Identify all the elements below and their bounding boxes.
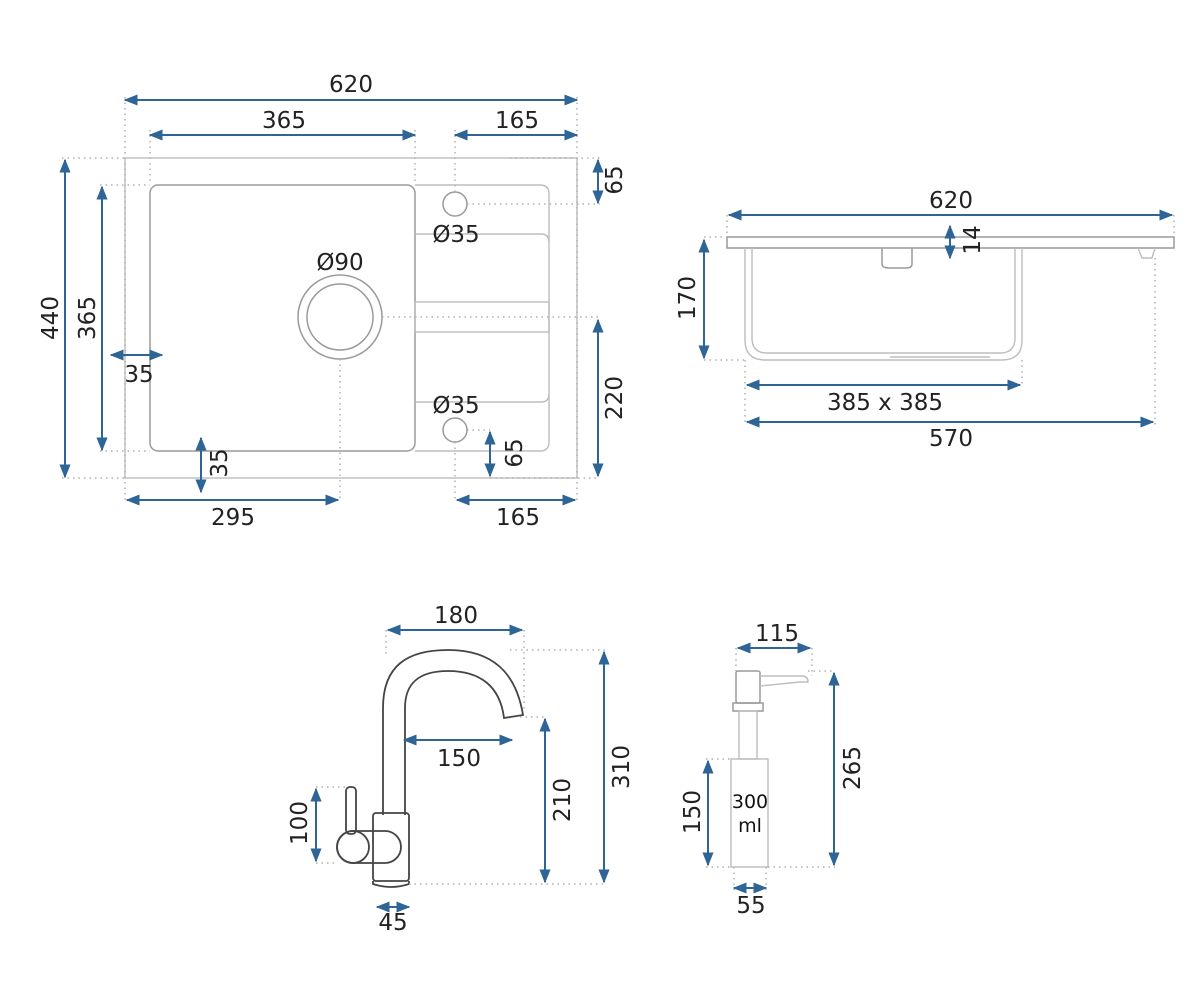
dim-faucet-base: 45	[378, 910, 407, 936]
label-tap-hole-top: Ø35	[432, 222, 479, 248]
dim-overall-width: 620	[329, 72, 373, 98]
faucet-spout	[382, 649, 525, 815]
dispenser-stem	[738, 710, 758, 760]
faucet-body	[372, 812, 410, 882]
faucet-base	[372, 881, 410, 888]
dim-bottom-rim: 35	[207, 448, 233, 477]
dispenser-bottle	[730, 758, 769, 868]
dim-overall-depth: 440	[38, 296, 64, 340]
dim-bottom-offset: 65	[502, 438, 528, 467]
sink-outline	[124, 157, 578, 479]
dispenser-nozzle	[759, 675, 809, 687]
dim-rim-thickness: 14	[960, 225, 986, 254]
label-capacity-unit: ml	[738, 815, 762, 837]
soap-dispenser-view: 115 150 300 ml 265 55	[680, 621, 866, 919]
dim-drain-from-left: 295	[211, 505, 255, 531]
sink-top-view: 620 365 165 65 440 365 Ø35 Ø90 Ø35 35 22…	[38, 72, 628, 531]
tap-hole-bottom	[442, 417, 468, 443]
drainer-groove-bottom	[415, 393, 550, 403]
dim-bottle-width: 55	[736, 893, 765, 919]
dim-side-overall-width: 620	[929, 188, 973, 214]
dim-faucet-total-height: 310	[609, 745, 635, 789]
dim-spout-reach: 150	[437, 746, 481, 772]
bowl-profile	[744, 248, 1023, 361]
faucet-handle-cap	[336, 830, 370, 864]
dim-dispenser-head-width: 115	[755, 621, 799, 647]
dim-drainer-width-bottom: 165	[496, 505, 540, 531]
dim-faucet-reach: 180	[434, 603, 478, 629]
drainer-foot	[1137, 247, 1156, 259]
dim-spout-height: 210	[550, 778, 576, 822]
drain-outer	[297, 274, 383, 360]
drainer-groove-top	[415, 233, 550, 243]
sink-side-view: 620 14 170 385 x 385 570	[675, 188, 1175, 452]
dim-bowl-depth: 365	[75, 296, 101, 340]
tap-hole-top	[442, 191, 468, 217]
drain-inner	[306, 283, 374, 351]
bowl-outline	[149, 184, 416, 452]
dim-drain-to-drainer: 220	[602, 376, 628, 420]
label-drain: Ø90	[316, 250, 363, 276]
drain-stub	[881, 248, 913, 269]
dim-left-rim: 35	[124, 362, 153, 388]
faucet-view: 180 150 100 210 310 45	[287, 603, 635, 936]
dim-min-cabinet: 570	[929, 426, 973, 452]
dim-drainer-width-top: 165	[495, 108, 539, 134]
dim-handle-height: 100	[287, 801, 313, 845]
label-capacity-value: 300	[732, 791, 768, 813]
dim-cabinet: 385 x 385	[827, 390, 943, 416]
dim-dispenser-total-height: 265	[840, 746, 866, 790]
label-tap-hole-bottom: Ø35	[432, 393, 479, 419]
dim-bowl-height: 170	[675, 276, 701, 320]
faucet-lever	[345, 786, 357, 835]
dim-bowl-width: 365	[262, 108, 306, 134]
bowl-inner-profile	[751, 248, 1016, 354]
dim-top-offset: 65	[602, 165, 628, 194]
dispenser-collar	[732, 702, 764, 712]
dispenser-head	[735, 670, 761, 704]
dim-bottle-height: 150	[680, 790, 706, 834]
